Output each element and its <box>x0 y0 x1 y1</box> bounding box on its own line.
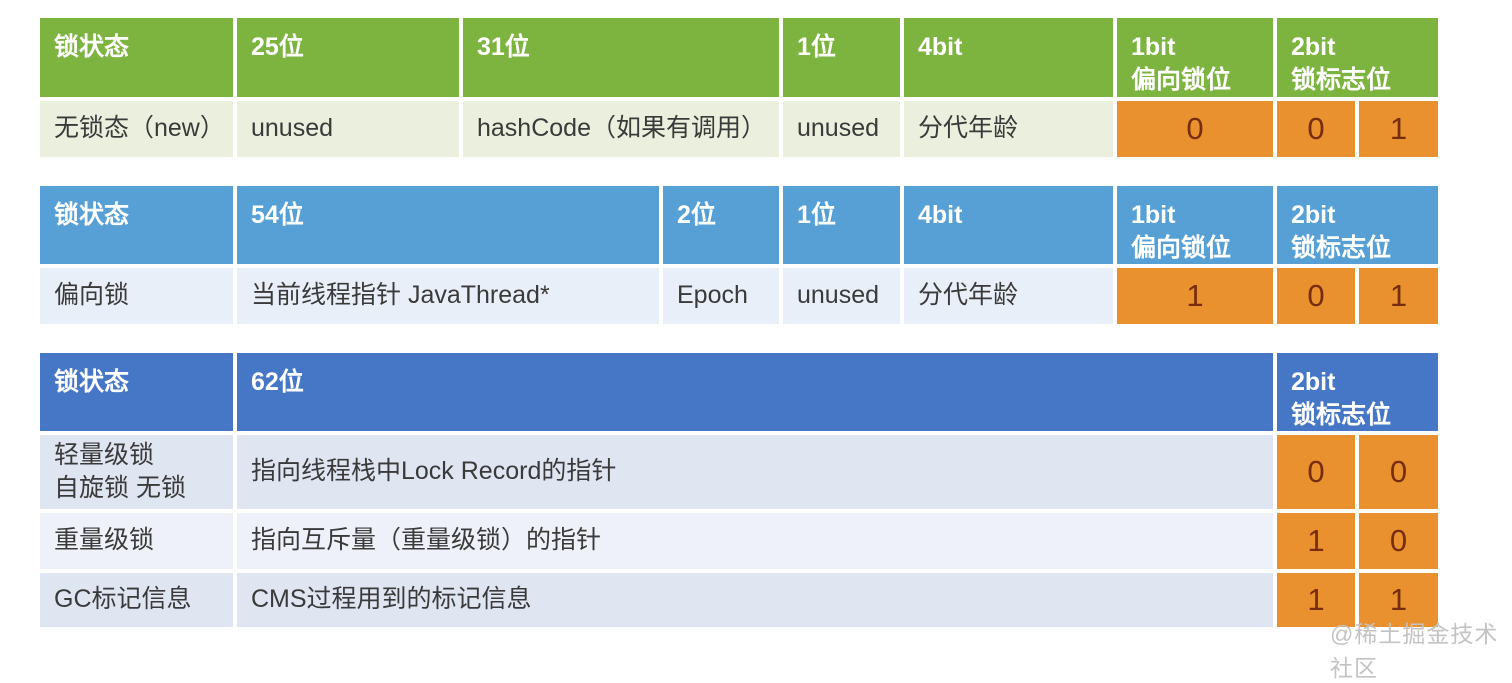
t2-cell-unused: unused <box>783 268 900 324</box>
t1-header-25bit: 25位 <box>237 18 459 97</box>
table-unlocked-state: 锁状态 25位 31位 1位 4bit 1bit 偏向锁位 2bit 锁标志位 … <box>40 18 1438 157</box>
t3-header-lock-state: 锁状态 <box>40 353 233 431</box>
t3-row1-flag-bits-group: 0 0 <box>1277 435 1438 509</box>
t3-row3-flag-bits-group: 1 1 <box>1277 573 1438 627</box>
t2-header-flag-bits: 2bit 锁标志位 <box>1277 186 1438 264</box>
t3-row1-flag-bit-1: 0 <box>1359 435 1438 509</box>
t2-cell-lock-state: 偏向锁 <box>40 268 233 324</box>
t2-bias-bit-value: 1 <box>1117 268 1273 324</box>
watermark: @稀土掘金技术社区 <box>1330 621 1499 681</box>
t1-flag-bits-group: 0 1 <box>1277 101 1438 157</box>
t1-header-lock-state: 锁状态 <box>40 18 233 97</box>
t1-header-1bit: 1位 <box>783 18 900 97</box>
t1-flag-bit-1: 1 <box>1359 101 1438 157</box>
t2-header-54bit: 54位 <box>237 186 659 264</box>
t2-header-lock-state: 锁状态 <box>40 186 233 264</box>
t3-row1-desc: 指向线程栈中Lock Record的指针 <box>237 435 1273 509</box>
t2-header-4bit: 4bit <box>904 186 1113 264</box>
t3-header-flag-bits: 2bit 锁标志位 <box>1277 353 1438 431</box>
t3-header-62bit: 62位 <box>237 353 1273 431</box>
table-biased-lock: 锁状态 54位 2位 1位 4bit 1bit 偏向锁位 2bit 锁标志位 偏… <box>40 186 1438 324</box>
t1-header-31bit: 31位 <box>463 18 779 97</box>
t1-header-4bit: 4bit <box>904 18 1113 97</box>
t3-row2-flag-bit-1: 0 <box>1359 513 1438 569</box>
t3-row1-state: 轻量级锁 自旋锁 无锁 <box>40 435 233 509</box>
t1-cell-unused-25: unused <box>237 101 459 157</box>
t3-row2-desc: 指向互斥量（重量级锁）的指针 <box>237 513 1273 569</box>
t2-cell-thread-pointer: 当前线程指针 JavaThread* <box>237 268 659 324</box>
t3-row2-flag-bit-0: 1 <box>1277 513 1355 569</box>
t2-flag-bit-1: 1 <box>1359 268 1438 324</box>
t3-row2-flag-bits-group: 1 0 <box>1277 513 1438 569</box>
t1-header-bias-bit: 1bit 偏向锁位 <box>1117 18 1273 97</box>
t1-header-flag-bits: 2bit 锁标志位 <box>1277 18 1438 97</box>
t2-flag-bits-group: 0 1 <box>1277 268 1438 324</box>
t2-header-bias-bit: 1bit 偏向锁位 <box>1117 186 1273 264</box>
t1-cell-unused-1: unused <box>783 101 900 157</box>
t1-cell-hashcode: hashCode（如果有调用） <box>463 101 779 157</box>
t1-bias-bit-value: 0 <box>1117 101 1273 157</box>
t2-header-2bit: 2位 <box>663 186 779 264</box>
t1-flag-bit-0: 0 <box>1277 101 1355 157</box>
t1-cell-lock-state: 无锁态（new） <box>40 101 233 157</box>
t3-row3-flag-bit-1: 1 <box>1359 573 1438 627</box>
t3-row3-desc: CMS过程用到的标记信息 <box>237 573 1273 627</box>
t1-cell-gc-age: 分代年龄 <box>904 101 1113 157</box>
t2-header-1bit: 1位 <box>783 186 900 264</box>
t2-flag-bit-0: 0 <box>1277 268 1355 324</box>
t2-cell-gc-age: 分代年龄 <box>904 268 1113 324</box>
t2-cell-epoch: Epoch <box>663 268 779 324</box>
t3-row1-flag-bit-0: 0 <box>1277 435 1355 509</box>
t3-row2-state: 重量级锁 <box>40 513 233 569</box>
table-other-lock-states: 锁状态 62位 2bit 锁标志位 轻量级锁 自旋锁 无锁 指向线程栈中Lock… <box>40 353 1438 627</box>
t3-row3-state: GC标记信息 <box>40 573 233 627</box>
t3-row3-flag-bit-0: 1 <box>1277 573 1355 627</box>
